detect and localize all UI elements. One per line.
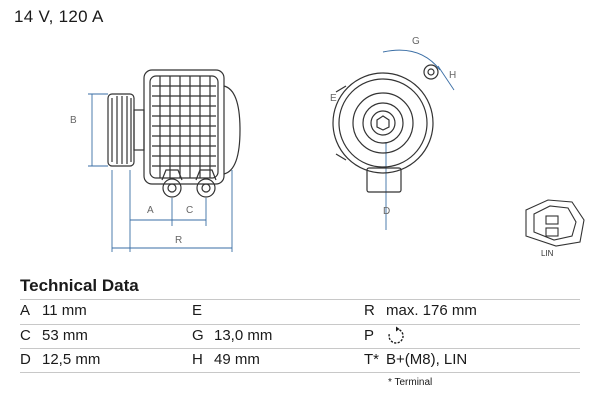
- dimension-label-r: R: [175, 235, 182, 246]
- dimension-label-h: H: [449, 70, 456, 81]
- spec-key: H: [192, 351, 203, 368]
- spec-value: 53 mm: [42, 327, 88, 344]
- terminal-footnote: * Terminal: [388, 377, 433, 388]
- row-divider: [20, 324, 580, 325]
- alternator-front-view: [332, 64, 439, 193]
- page-title: 14 V, 120 A: [14, 7, 104, 26]
- spec-value: B+(M8), LIN: [386, 351, 468, 368]
- spec-key: G: [192, 327, 204, 344]
- spec-value: 13,0 mm: [214, 327, 273, 344]
- spec-key: D: [20, 351, 31, 368]
- spec-key: P: [364, 327, 375, 344]
- spec-key: C: [20, 327, 31, 344]
- spec-key: T*: [364, 351, 379, 368]
- spec-key: R: [364, 302, 375, 319]
- dimension-label-a: A: [147, 205, 154, 216]
- dimension-label-d: D: [383, 206, 390, 217]
- dimension-lines: [88, 49, 455, 252]
- row-divider: [20, 299, 580, 300]
- alternator-side-view: [107, 69, 241, 198]
- row-divider: [20, 348, 580, 349]
- row-divider: [20, 372, 580, 373]
- alternator-technical-drawing: A B C D E G H R LIN: [70, 36, 585, 258]
- dimension-label-b: B: [70, 115, 77, 126]
- rotation-clockwise-icon: [388, 326, 404, 344]
- technical-data-heading: Technical Data: [20, 276, 139, 295]
- spec-value: 11 mm: [42, 302, 87, 319]
- dimension-label-c: C: [186, 205, 193, 216]
- lin-connector-label: LIN: [541, 249, 554, 258]
- dimension-label-e: E: [330, 93, 337, 104]
- dimension-label-g: G: [412, 36, 420, 47]
- spec-value: max. 176 mm: [386, 302, 477, 319]
- spec-key: E: [192, 302, 203, 319]
- spec-value: 12,5 mm: [42, 351, 101, 368]
- dimension-label-text: A B C D E G H R: [70, 36, 456, 246]
- lin-connector: [525, 199, 585, 247]
- spec-value: 49 mm: [214, 351, 260, 368]
- spec-key: A: [20, 302, 31, 319]
